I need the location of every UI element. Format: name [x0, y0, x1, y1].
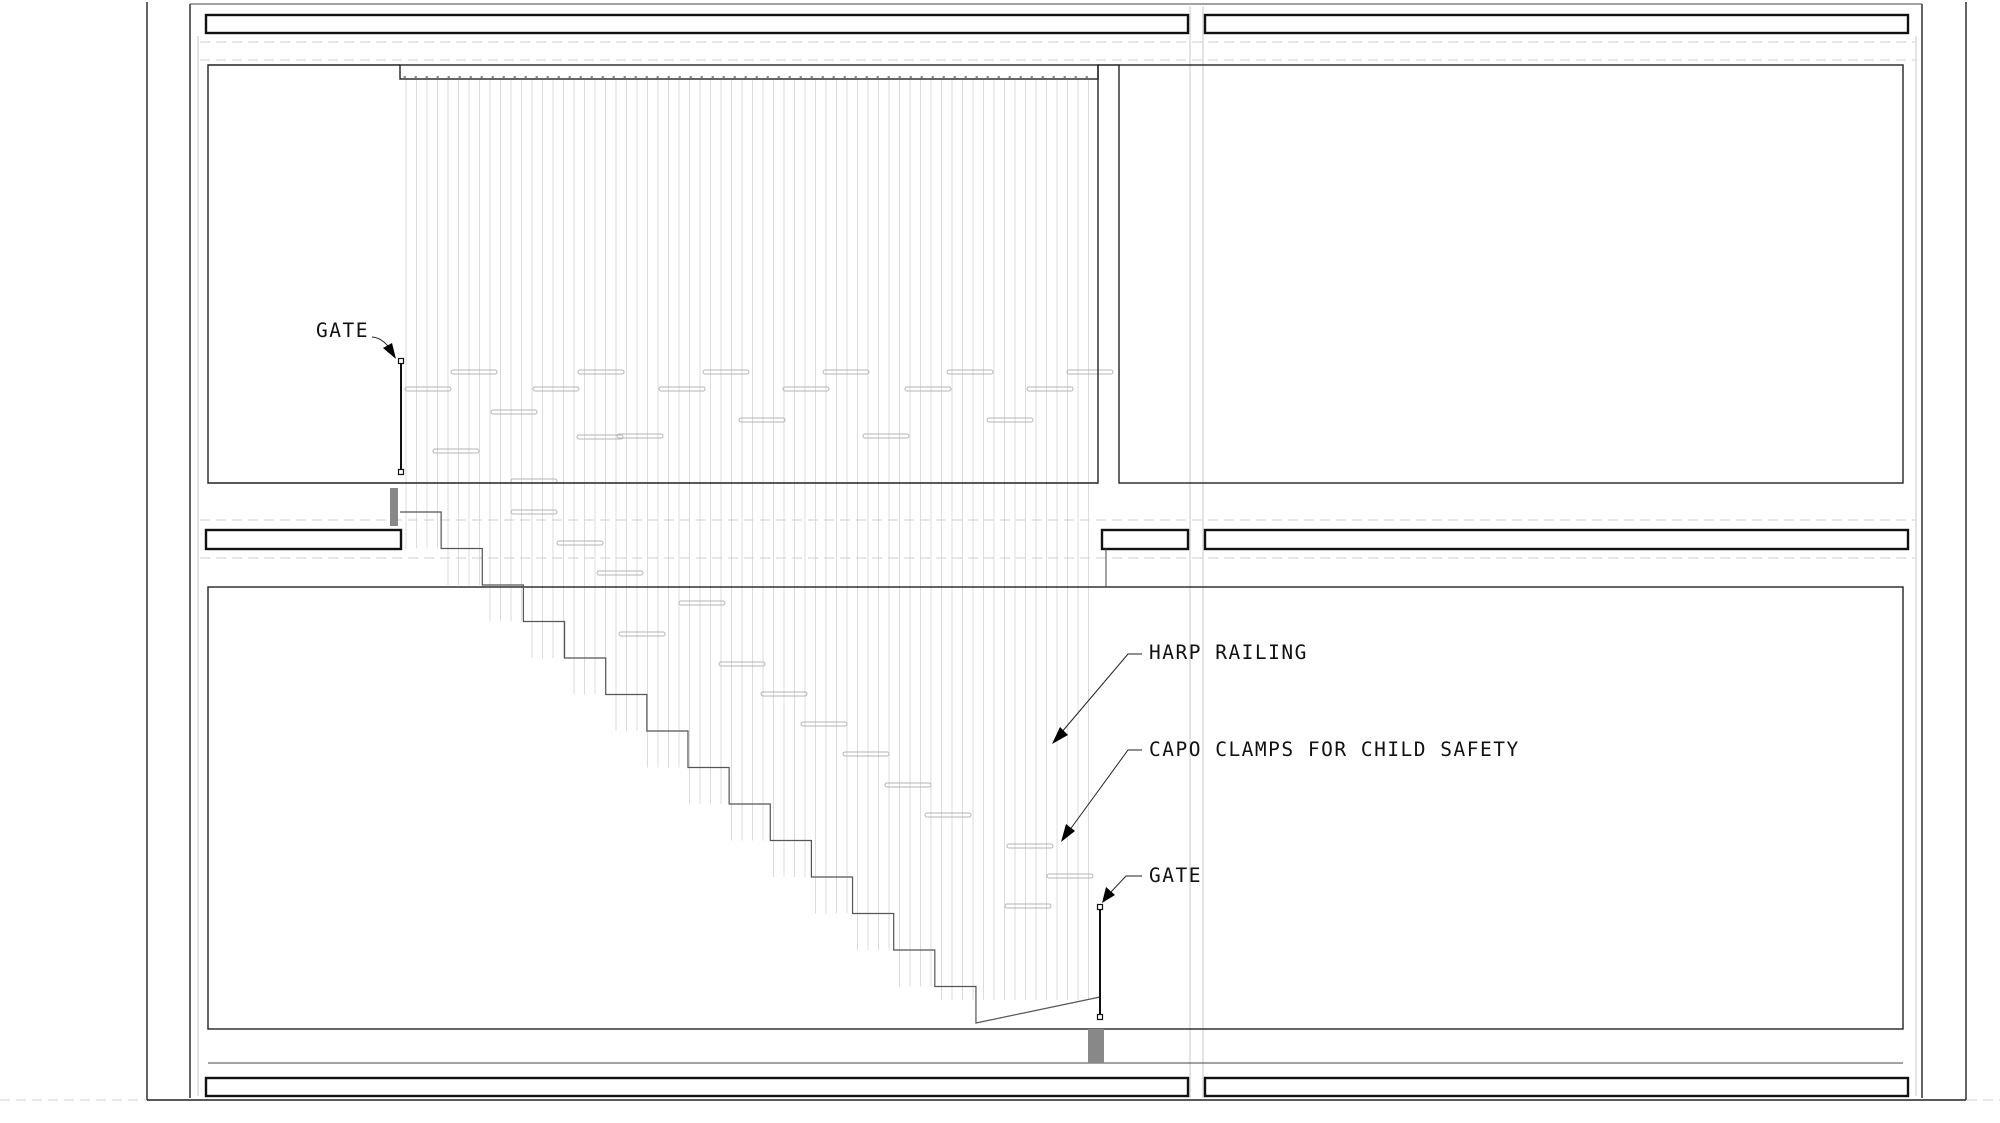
capo-clamp [986, 417, 1034, 423]
capo-clamp [432, 448, 480, 454]
capo-clamp [658, 386, 706, 392]
capo-clamp [904, 386, 952, 392]
outer-walls [0, 2, 2000, 1101]
capo-clamp [702, 369, 750, 375]
capo-clamp [1006, 843, 1054, 849]
harp-top-rail [399, 64, 1099, 80]
capo-clamp [760, 691, 808, 697]
harp-railing-strings [405, 80, 1089, 1000]
capo-clamp [404, 386, 452, 392]
capo-clamp [532, 386, 580, 392]
floor-beams [197, 6, 1917, 1098]
capo-clamp [946, 369, 994, 375]
capo-clamp [862, 433, 910, 439]
capo-clamp [884, 782, 932, 788]
capo-clamp [1004, 903, 1052, 909]
capo-clamp [577, 369, 625, 375]
capo-clamp [450, 369, 498, 375]
capo-clamp [596, 570, 644, 576]
capo-clamp [618, 631, 666, 637]
capo-clamp [616, 433, 664, 439]
annotation-leaders [371, 336, 1142, 903]
capo-clamp [678, 600, 726, 606]
label-gate-upper: GATE [316, 319, 369, 342]
capo-clamp [1046, 873, 1094, 879]
capo-clamp [842, 751, 890, 757]
label-harp-railing: HARP RAILING [1149, 641, 1308, 664]
capo-clamp [1066, 369, 1114, 375]
label-gate-lower: GATE [1149, 864, 1202, 887]
stair-profile [400, 511, 1101, 1024]
capo-clamp [1026, 386, 1074, 392]
room-outlines [207, 64, 1904, 1064]
capo-clamp [782, 386, 830, 392]
upper-gate [390, 357, 405, 526]
capo-clamp [718, 661, 766, 667]
capo-clamp [556, 540, 604, 546]
capo-clamp [490, 409, 538, 415]
capo-clamp [576, 434, 624, 440]
capo-clamp [800, 721, 848, 727]
capo-clamp [510, 509, 558, 515]
capo-clamps [404, 369, 1114, 909]
capo-clamp [822, 369, 870, 375]
capo-clamp [738, 417, 786, 423]
capo-clamp [924, 812, 972, 818]
label-capo-clamps: CAPO CLAMPS FOR CHILD SAFETY [1149, 738, 1520, 761]
lower-gate [1088, 903, 1104, 1063]
